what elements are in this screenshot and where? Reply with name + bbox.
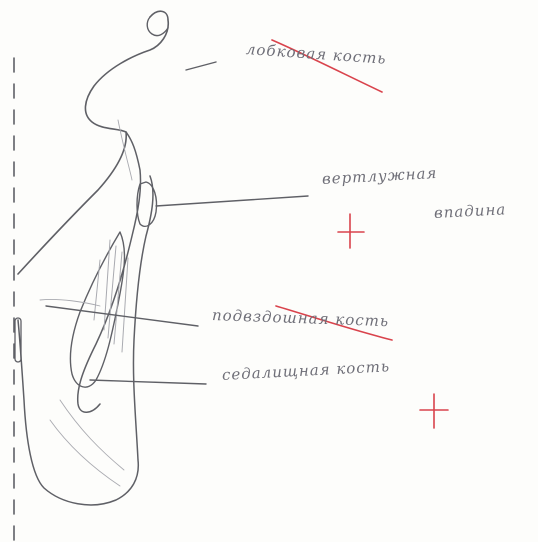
leader-line-ischium [90, 380, 206, 384]
red-plus-ischium [420, 394, 448, 428]
obturator-foramen [70, 232, 124, 387]
leader-line-pubis [186, 62, 216, 70]
leader-line-acetabulum [156, 196, 308, 206]
label-acetabulum-line2: впадина [434, 200, 507, 222]
red-plus-acetabulum [338, 214, 364, 248]
ischium-right-edge [18, 176, 153, 505]
leader-line-ilium [46, 306, 198, 326]
bone-top-contour [147, 17, 168, 36]
